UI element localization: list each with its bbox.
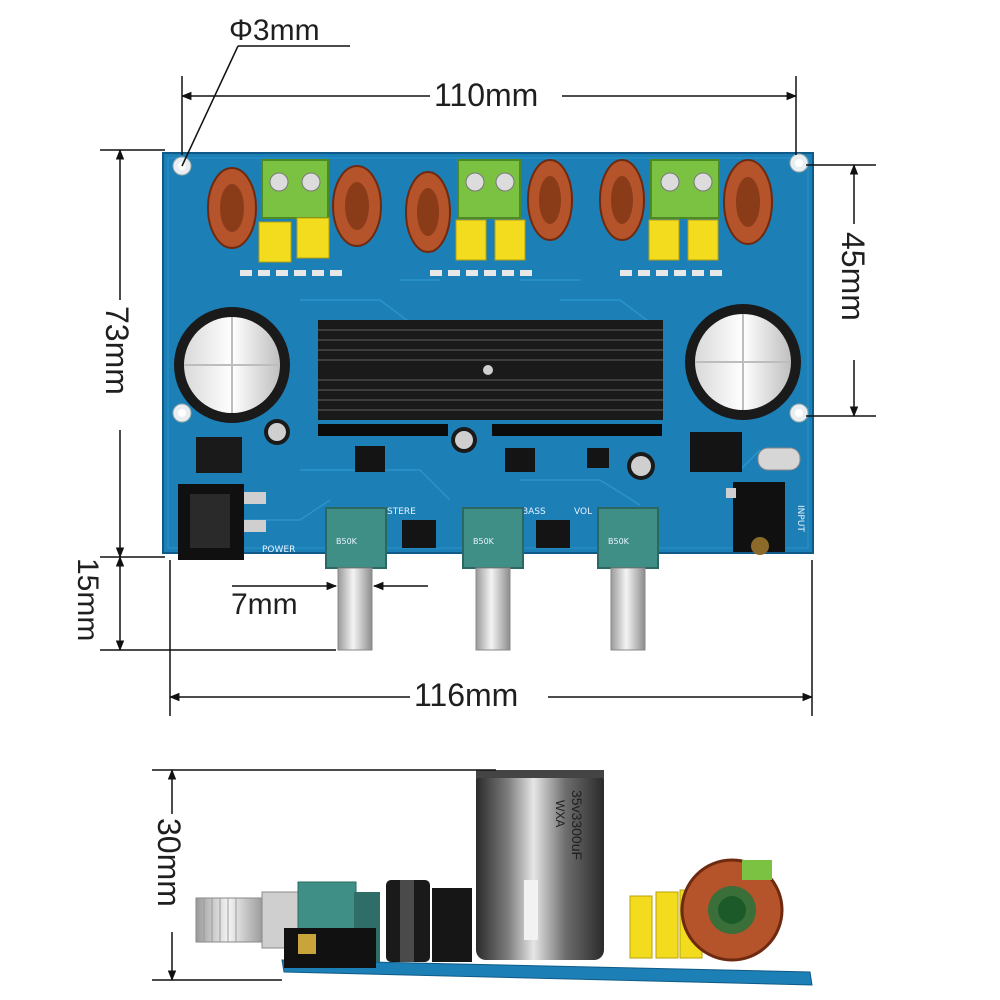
pcb-side-view: 35v3300uF WXA	[195, 770, 813, 986]
output-channel-left	[207, 159, 382, 263]
speaker-terminal[interactable]	[261, 159, 329, 219]
input-label: INPUT	[795, 505, 805, 532]
pcb-top-view: POWER INPUT STERE BASS VOL B50K B50K B50…	[162, 152, 814, 651]
electrolytic-capacitor-left	[174, 307, 290, 423]
side-large-capacitor: 35v3300uF WXA	[476, 770, 604, 960]
terminal-screw[interactable]	[465, 172, 485, 192]
potentiometer-vol[interactable]: B50K	[597, 507, 659, 651]
side-toroid-inductor	[680, 858, 784, 962]
input-jack[interactable]	[726, 482, 785, 555]
heatsink	[318, 320, 663, 420]
terminal-screw[interactable]	[495, 172, 515, 192]
pot-marking: B50K	[336, 537, 358, 546]
terminal-screw[interactable]	[693, 172, 713, 192]
pot-marking: B50K	[473, 537, 495, 546]
electrolytic-capacitor-right	[685, 304, 801, 420]
dimension-lines	[100, 45, 876, 716]
film-capacitor	[494, 219, 526, 261]
side-power-jack	[284, 928, 376, 968]
film-capacitor	[296, 217, 330, 259]
ic-chips	[355, 432, 742, 548]
potentiometer-bass[interactable]: B50K	[462, 507, 524, 651]
film-capacitor	[687, 219, 719, 261]
side-dimension-lines	[152, 768, 496, 982]
board-height-label: 73mm	[99, 306, 135, 395]
ic-pin-rows	[318, 424, 662, 436]
hole-spacing-label: 45mm	[835, 232, 871, 321]
terminal-screw[interactable]	[269, 172, 289, 192]
pot-shaft[interactable]	[610, 567, 646, 651]
film-capacitor	[455, 219, 487, 261]
output-channel-center	[405, 159, 573, 261]
pot-marking: B50K	[608, 537, 630, 546]
side-pcb	[281, 959, 813, 986]
voltage-regulator	[196, 437, 242, 473]
film-capacitor	[258, 221, 292, 263]
small-capacitors	[264, 419, 655, 480]
side-terminal	[742, 860, 772, 880]
side-height-label: 30mm	[151, 818, 187, 907]
power-label: POWER	[262, 545, 295, 555]
dimension-labels: Φ3mm 110mm 73mm 45mm 7mm 15mm 116mm	[71, 14, 871, 713]
shaft-width-label: 7mm	[231, 588, 298, 621]
stereo-label: STERE	[387, 507, 416, 517]
crystal-oscillator	[757, 447, 801, 471]
potentiometer-stereo[interactable]: B50K	[325, 507, 387, 651]
capacitor-rating: 35v3300uF	[569, 790, 585, 860]
terminal-screw[interactable]	[660, 172, 680, 192]
total-width-label: 116mm	[414, 677, 518, 713]
shaft-length-label: 15mm	[71, 558, 104, 641]
capacitor-brand: WXA	[553, 800, 567, 827]
side-small-capacitor	[386, 880, 430, 962]
top-width-label: 110mm	[434, 77, 538, 113]
terminal-screw[interactable]	[301, 172, 321, 192]
mounting-holes	[172, 153, 809, 423]
output-channel-right	[599, 159, 773, 261]
bass-label: BASS	[522, 507, 546, 517]
pot-shaft[interactable]	[475, 567, 511, 651]
vol-label: VOL	[574, 507, 592, 517]
film-capacitor	[648, 219, 680, 261]
pot-shaft[interactable]	[337, 567, 373, 651]
smd-components	[240, 270, 722, 276]
hole-diameter-label: Φ3mm	[229, 14, 320, 47]
power-jack[interactable]	[178, 484, 266, 560]
